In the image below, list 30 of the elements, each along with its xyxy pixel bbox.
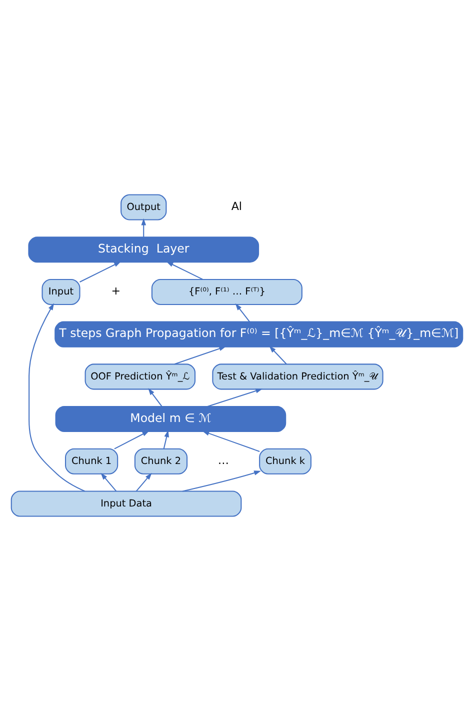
node-box: Chunk 1 [65, 448, 118, 474]
node-box: T steps Graph Propagation for F⁽⁰⁾ = [{Ŷᵐ_ℒ}_m∈ℳ {Ŷᵐ_𝒰}_m∈ℳ] [54, 321, 464, 348]
label: + [111, 284, 120, 298]
arrow [269, 346, 287, 364]
arrow [202, 431, 260, 452]
arrow [163, 430, 169, 449]
arrow [207, 388, 263, 407]
arrow [100, 472, 117, 492]
node-box: Chunk k [259, 448, 312, 474]
arrow [174, 346, 226, 365]
node-box: Stacking Layer [28, 236, 260, 263]
arrow [28, 303, 86, 492]
arrow [136, 472, 152, 492]
node-box: Model m ∈ ℳ [55, 406, 286, 432]
node-box: {F⁽⁰⁾, F⁽¹⁾ … F⁽ᵀ⁾} [151, 278, 302, 305]
node-box: Input [42, 278, 80, 305]
arrow [182, 470, 262, 492]
arrow [235, 303, 250, 322]
arrow [166, 261, 204, 280]
arrow [80, 262, 122, 282]
node-box: OOF Prediction Ŷᵐ_ℒ [84, 364, 196, 390]
arrow [114, 430, 150, 450]
node-box: Output [120, 194, 167, 220]
arrow [141, 218, 146, 238]
label: Al [231, 200, 242, 213]
arrow [148, 388, 162, 407]
node-box: Test & Validation Prediction Ŷᵐ_𝒰 [212, 364, 384, 390]
label: … [218, 454, 230, 468]
node-box: Input Data [10, 490, 242, 517]
node-box: Chunk 2 [134, 448, 188, 474]
